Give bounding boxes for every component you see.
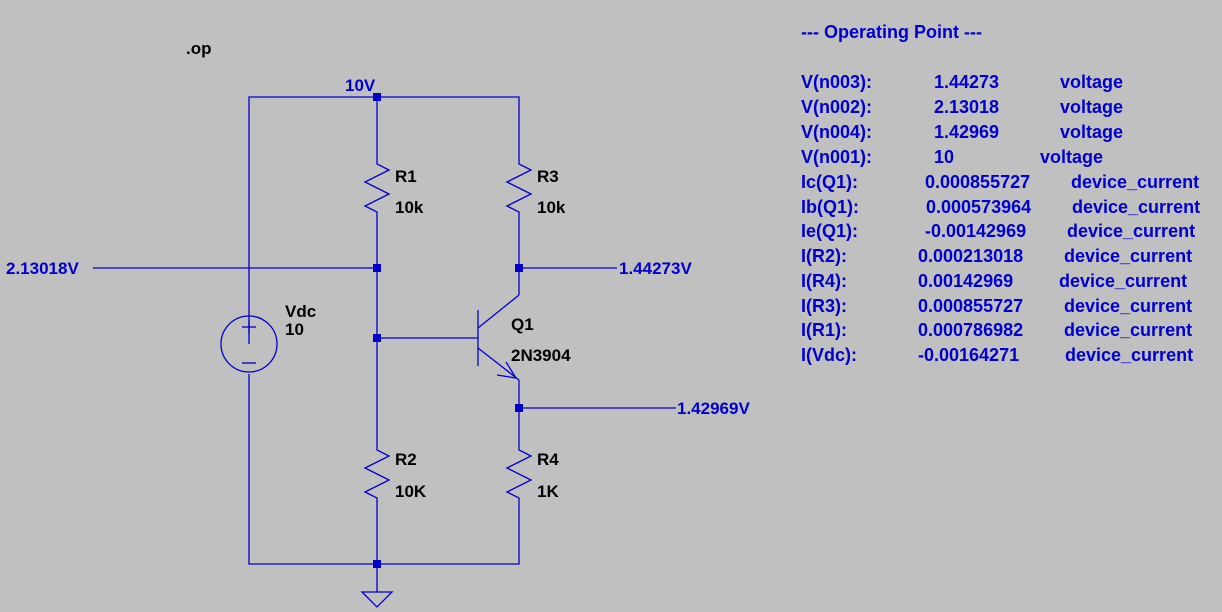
op-value: 0.000213018 — [918, 246, 1024, 266]
op-label: I(R2): — [801, 246, 847, 266]
op-label: I(R3): — [801, 296, 847, 316]
resistor-r4[interactable]: R4 1K — [505, 444, 559, 505]
net-label-supply[interactable]: 10V — [345, 76, 376, 95]
op-label: I(R1): — [801, 320, 847, 340]
resistor-r1[interactable]: R1 10k — [363, 158, 424, 219]
op-type: device_current — [1065, 345, 1194, 365]
op-type: voltage — [1060, 72, 1124, 92]
op-label: V(n001): — [801, 147, 873, 167]
junction-dot — [515, 404, 523, 412]
r1-zigzag-icon — [363, 158, 391, 219]
junction-dot — [373, 334, 381, 342]
junction-dot — [373, 93, 381, 101]
q1-model[interactable]: 2N3904 — [511, 346, 571, 365]
op-value: 0.000855727 — [925, 172, 1031, 192]
vdc-name: Vdc — [285, 302, 316, 321]
op-type: voltage — [1060, 97, 1124, 117]
wires — [93, 96, 676, 592]
source-circle-icon — [220, 315, 278, 373]
r1-value[interactable]: 10k — [395, 198, 424, 217]
op-label: V(n003): — [801, 72, 873, 92]
op-label: V(n004): — [801, 122, 873, 142]
transistor-q1[interactable]: Q1 2N3904 — [477, 294, 571, 381]
r4-value[interactable]: 1K — [537, 482, 559, 501]
op-value: -0.00142969 — [925, 221, 1027, 241]
junction-dot — [373, 264, 381, 272]
r2-value[interactable]: 10K — [395, 482, 427, 501]
junctions — [373, 93, 523, 568]
wire-bottom-rail[interactable] — [248, 374, 520, 565]
emitter-leg-icon — [477, 347, 520, 381]
r3-zigzag-icon — [505, 158, 533, 219]
op-type: device_current — [1067, 221, 1196, 241]
q1-name: Q1 — [511, 315, 534, 334]
op-value: 1.42969 — [934, 122, 1000, 142]
op-label: Ie(Q1): — [801, 221, 859, 241]
net-label-collector[interactable]: 1.44273V — [619, 259, 692, 278]
ground-icon — [360, 591, 394, 608]
junction-dot — [373, 560, 381, 568]
r4-name: R4 — [537, 450, 559, 469]
op-type: device_current — [1064, 296, 1193, 316]
op-type: device_current — [1059, 271, 1188, 291]
op-label: I(R4): — [801, 271, 847, 291]
op-value: 10 — [934, 147, 955, 167]
op-value: 0.00142969 — [918, 271, 1014, 291]
operating-point-title: --- Operating Point --- — [801, 22, 982, 42]
op-label: Ib(Q1): — [801, 197, 859, 217]
net-label-emitter[interactable]: 1.42969V — [677, 399, 750, 418]
op-value: 1.44273 — [934, 72, 1000, 92]
r1-name: R1 — [395, 167, 417, 186]
op-value: 0.000786982 — [918, 320, 1024, 340]
op-label: I(Vdc): — [801, 345, 857, 365]
wire-top-rail[interactable] — [248, 96, 520, 344]
voltage-source-vdc[interactable]: Vdc 10 — [220, 302, 316, 373]
op-type: voltage — [1060, 122, 1124, 142]
resistor-r3[interactable]: R3 10k — [505, 158, 566, 219]
op-label: Ic(Q1): — [801, 172, 859, 192]
op-value: 2.13018 — [934, 97, 1000, 117]
ground-symbol[interactable] — [360, 591, 394, 608]
resistor-r2[interactable]: R2 10K — [363, 444, 427, 505]
op-type: device_current — [1071, 172, 1200, 192]
r2-zigzag-icon — [363, 444, 391, 505]
op-value: -0.00164271 — [918, 345, 1020, 365]
op-value: 0.000855727 — [918, 296, 1024, 316]
net-label-left[interactable]: 2.13018V — [6, 259, 79, 278]
r2-name: R2 — [395, 450, 417, 469]
emitter-arrow-icon — [496, 361, 518, 379]
op-type: device_current — [1064, 320, 1193, 340]
r3-name: R3 — [537, 167, 559, 186]
op-label: V(n002): — [801, 97, 873, 117]
op-directive[interactable]: .op — [186, 39, 212, 58]
junction-dot — [515, 264, 523, 272]
op-type: voltage — [1040, 147, 1104, 167]
op-type: device_current — [1064, 246, 1193, 266]
vdc-value[interactable]: 10 — [285, 320, 304, 339]
r3-value[interactable]: 10k — [537, 198, 566, 217]
collector-leg-icon — [477, 294, 520, 329]
r4-zigzag-icon — [505, 444, 533, 505]
op-type: device_current — [1072, 197, 1201, 217]
op-value: 0.000573964 — [926, 197, 1032, 217]
